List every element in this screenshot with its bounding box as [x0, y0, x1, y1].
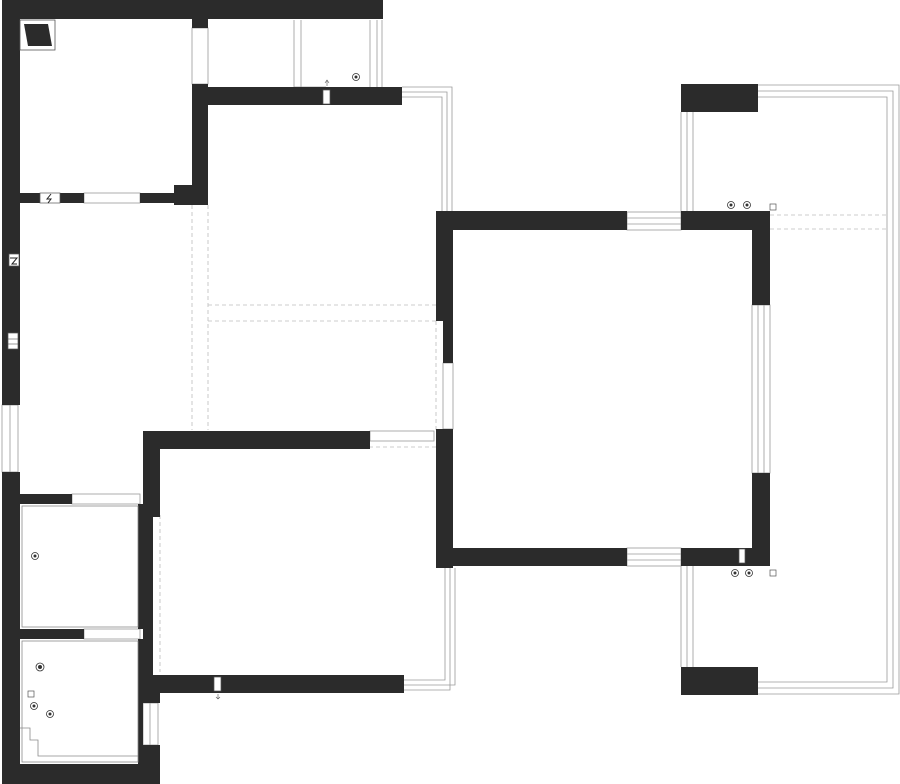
- wall: [2, 0, 383, 19]
- wall: [192, 87, 402, 105]
- wall: [436, 429, 453, 568]
- room-outlines: [21, 505, 139, 763]
- wall: [143, 675, 404, 693]
- wall: [436, 211, 453, 321]
- lightning-icon: [39, 192, 61, 204]
- outlet-icon: [30, 702, 38, 710]
- wall: [192, 84, 208, 205]
- junction-box-icon: [322, 79, 331, 105]
- outlet-icon: [727, 201, 735, 209]
- wall: [443, 321, 453, 363]
- symbols: [7, 19, 777, 718]
- wall: [20, 629, 84, 639]
- outlet-icon: [46, 710, 54, 718]
- junction-box-icon: [27, 690, 35, 698]
- outlet-icon: [352, 73, 360, 81]
- floor-drain-icon: [35, 662, 45, 672]
- wall: [681, 548, 770, 566]
- junction-box-icon: [769, 203, 777, 211]
- wall: [174, 185, 208, 205]
- wall: [143, 431, 160, 517]
- wall: [752, 473, 770, 566]
- wall: [143, 745, 160, 784]
- wall: [436, 211, 627, 230]
- junction-box-icon: [7, 332, 19, 350]
- windows: [1, 20, 900, 757]
- wall: [681, 667, 758, 695]
- wall: [2, 472, 20, 784]
- junction-box-icon: [213, 676, 222, 700]
- junction-box-icon: [8, 253, 20, 267]
- wall: [20, 494, 72, 504]
- walls: [2, 0, 770, 784]
- junction-box-icon: [738, 548, 777, 577]
- outlet-icon: [731, 569, 739, 577]
- wall: [2, 0, 20, 405]
- outlet-icon: [31, 552, 39, 560]
- wall: [681, 84, 758, 112]
- wall: [2, 764, 160, 784]
- electrical-panel-icon: [19, 19, 56, 51]
- wall: [138, 639, 143, 764]
- wall: [436, 548, 627, 566]
- wall: [140, 193, 192, 203]
- wall: [138, 504, 143, 629]
- wall: [143, 431, 370, 449]
- wall: [192, 19, 208, 28]
- wall: [143, 517, 153, 685]
- wall: [681, 211, 770, 230]
- outlet-icon: [745, 569, 753, 577]
- wall: [752, 211, 770, 305]
- dashed-divisions: [159, 205, 888, 672]
- wall: [143, 675, 160, 703]
- outlet-icon: [743, 201, 751, 209]
